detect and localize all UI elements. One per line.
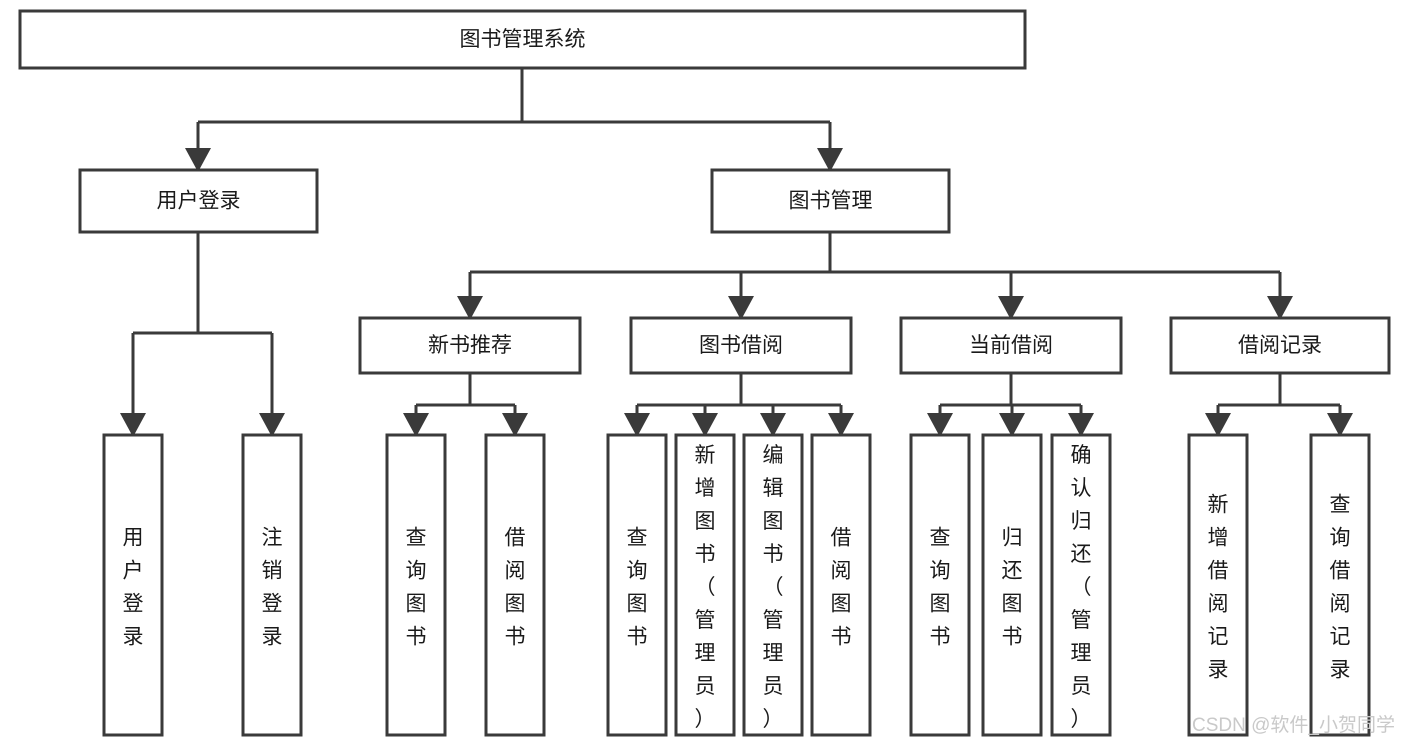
node-leaf-borrow-edit[interactable]: 编辑图书（管理员） <box>742 433 804 737</box>
node-label-current-borrow: 当前借阅 <box>969 334 1053 357</box>
node-user-login[interactable]: 用户登录 <box>78 168 319 234</box>
connector-book-borrow <box>624 373 854 437</box>
node-label-leaf-borrow-add: 新增图书（管理员） <box>695 444 716 731</box>
node-leaf-rec-query[interactable]: 查询图书 <box>385 433 447 737</box>
node-leaf-borrow-query[interactable]: 查询图书 <box>606 433 668 737</box>
connector-current-borrow <box>927 373 1094 437</box>
node-leaf-user-login[interactable]: 用户登录 <box>102 433 164 737</box>
node-label-borrow-record: 借阅记录 <box>1238 334 1322 357</box>
node-label-leaf-rec-add: 新增借阅记录 <box>1208 494 1229 682</box>
node-label-book-manage: 图书管理 <box>789 190 873 213</box>
node-current-borrow[interactable]: 当前借阅 <box>899 316 1123 375</box>
node-label-user-login: 用户登录 <box>157 190 241 213</box>
node-label-leaf-cur-query: 查询图书 <box>930 527 951 649</box>
node-borrow-record[interactable]: 借阅记录 <box>1169 316 1391 375</box>
node-label-root: 图书管理系统 <box>460 28 586 51</box>
node-leaf-cur-confirm[interactable]: 确认归还（管理员） <box>1050 433 1112 737</box>
connector-lines-group <box>120 68 1353 437</box>
node-label-leaf-user-logout: 注销登录 <box>262 527 283 649</box>
connector-book-manage <box>457 232 1293 320</box>
node-label-new-book-rec: 新书推荐 <box>428 334 512 357</box>
node-leaf-rec-borrow[interactable]: 借阅图书 <box>484 433 546 737</box>
node-label-leaf-cur-return: 归还图书 <box>1002 527 1023 649</box>
node-leaf-cur-query[interactable]: 查询图书 <box>909 433 971 737</box>
node-boxes-group: 图书管理系统用户登录图书管理新书推荐图书借阅当前借阅借阅记录用户登录注销登录查询… <box>18 9 1391 737</box>
node-new-book-rec[interactable]: 新书推荐 <box>358 316 582 375</box>
node-label-book-borrow: 图书借阅 <box>699 334 783 357</box>
connector-borrow-record <box>1205 373 1353 437</box>
node-label-leaf-borrow-edit: 编辑图书（管理员） <box>763 444 784 731</box>
node-leaf-rec-search[interactable]: 查询借阅记录 <box>1309 433 1371 737</box>
node-label-leaf-cur-confirm: 确认归还（管理员） <box>1071 444 1092 731</box>
node-label-leaf-rec-borrow: 借阅图书 <box>505 527 526 649</box>
connector-new-book-rec <box>403 373 528 437</box>
node-leaf-user-logout[interactable]: 注销登录 <box>241 433 303 737</box>
node-label-leaf-borrow-query: 查询图书 <box>627 527 648 649</box>
node-leaf-cur-return[interactable]: 归还图书 <box>981 433 1043 737</box>
csdn-watermark: CSDN @软件_小贺同学 <box>1192 714 1395 736</box>
node-book-manage[interactable]: 图书管理 <box>710 168 951 234</box>
node-leaf-rec-add[interactable]: 新增借阅记录 <box>1187 433 1249 737</box>
connector-root <box>185 68 843 172</box>
node-label-leaf-rec-query: 查询图书 <box>406 527 427 649</box>
node-label-leaf-rec-search: 查询借阅记录 <box>1330 494 1351 682</box>
node-root[interactable]: 图书管理系统 <box>18 9 1027 70</box>
node-book-borrow[interactable]: 图书借阅 <box>629 316 853 375</box>
connector-user-login <box>120 232 285 437</box>
node-leaf-borrow-do[interactable]: 借阅图书 <box>810 433 872 737</box>
node-label-leaf-user-login: 用户登录 <box>123 527 144 649</box>
node-leaf-borrow-add[interactable]: 新增图书（管理员） <box>674 433 736 737</box>
node-label-leaf-borrow-do: 借阅图书 <box>831 527 852 649</box>
